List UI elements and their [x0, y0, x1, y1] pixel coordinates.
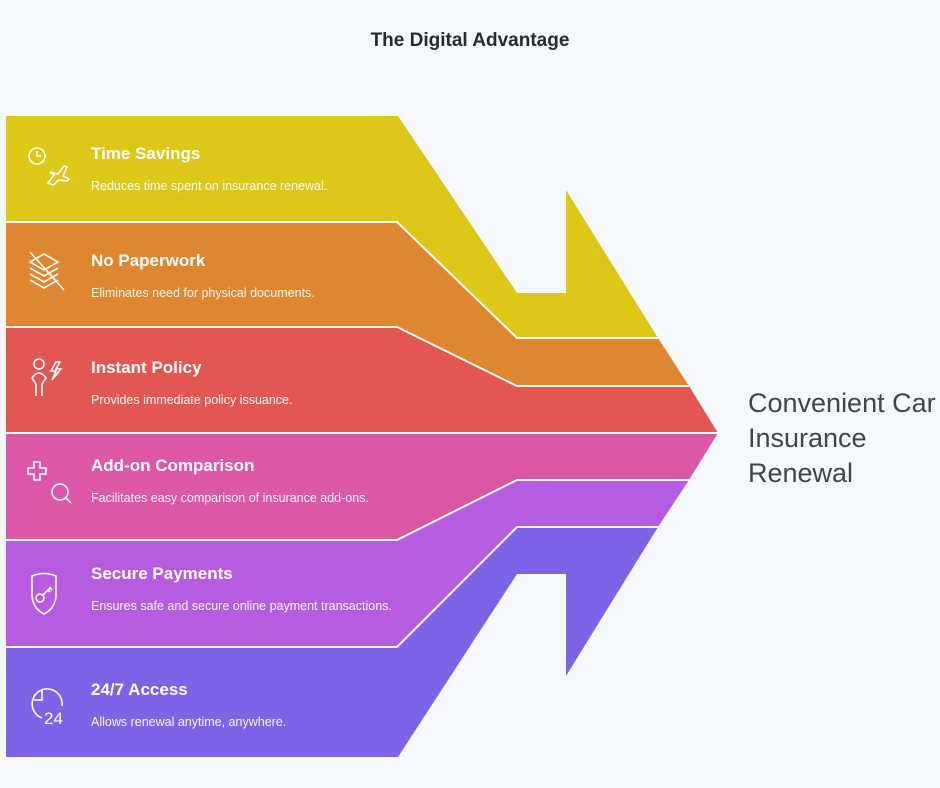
item-desc-24-7-access: Allows renewal anytime, anywhere.	[91, 715, 287, 729]
item-title-24-7-access: 24/7 Access	[91, 680, 188, 699]
band-secure-payments	[6, 480, 689, 647]
band-add-on-comparison	[6, 433, 718, 540]
item-title-instant-policy: Instant Policy	[91, 358, 202, 377]
person-lightning-icon	[31, 358, 63, 396]
item-title-secure-payments: Secure Payments	[91, 564, 233, 583]
band-instant-policy	[6, 327, 718, 433]
outcome-label: Convenient Car Insurance Renewal	[748, 388, 936, 488]
item-desc-time-savings: Reduces time spent on insurance renewal.	[91, 179, 328, 193]
diagram-title: The Digital Advantage	[370, 30, 570, 51]
no-paper-icon	[28, 251, 65, 291]
item-title-add-on-comparison: Add-on Comparison	[91, 456, 255, 475]
item-title-no-paperwork: No Paperwork	[91, 251, 206, 270]
band-no-paperwork	[6, 222, 689, 386]
item-desc-instant-policy: Provides immediate policy issuance.	[91, 393, 293, 407]
item-desc-secure-payments: Ensures safe and secure online payment t…	[91, 599, 392, 613]
clock-plane-icon	[28, 147, 71, 186]
shield-key-icon	[31, 572, 57, 615]
plus-search-icon	[27, 461, 72, 504]
band-time-savings	[6, 116, 658, 338]
band-separators	[6, 221, 718, 648]
item-title-time-savings: Time Savings	[91, 144, 201, 163]
item-desc-add-on-comparison: Facilitates easy comparison of insurance…	[91, 491, 369, 505]
clock-24-icon: 24	[31, 688, 63, 724]
item-desc-no-paperwork: Eliminates need for physical documents.	[91, 286, 315, 300]
band-24-7-access	[6, 527, 658, 757]
svg-text:24: 24	[44, 709, 63, 724]
